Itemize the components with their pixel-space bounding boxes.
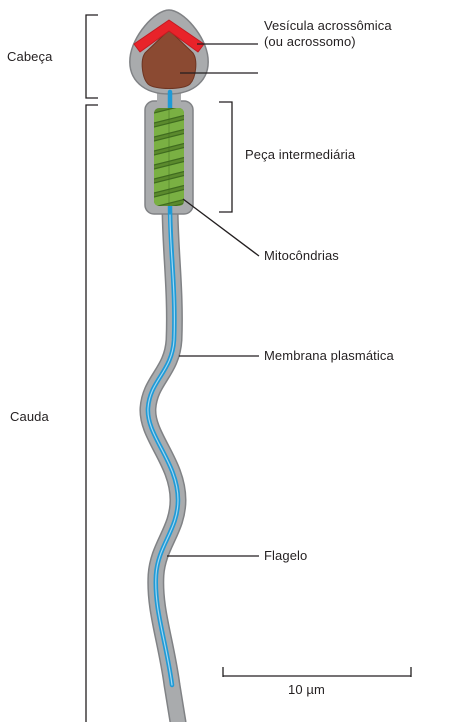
label-mitochondria: Mitocôndrias bbox=[264, 249, 339, 263]
label-acrosomal-vesicle: Vesícula acrossômica bbox=[264, 19, 392, 33]
label-midpiece: Peça intermediária bbox=[245, 148, 355, 162]
label-scale: 10 µm bbox=[288, 683, 325, 697]
label-tail: Cauda bbox=[10, 410, 49, 424]
scale-bar bbox=[223, 667, 411, 677]
label-flagellum: Flagelo bbox=[264, 549, 307, 563]
label-acrosome-alt: (ou acrossomo) bbox=[264, 35, 356, 49]
leader-mitochondria bbox=[183, 199, 259, 256]
bracket-tail bbox=[86, 105, 98, 722]
bracket-midpiece bbox=[219, 102, 232, 212]
label-plasma-membrane: Membrana plasmática bbox=[264, 349, 394, 363]
bracket-head bbox=[86, 15, 98, 98]
label-head: Cabeça bbox=[7, 50, 52, 64]
